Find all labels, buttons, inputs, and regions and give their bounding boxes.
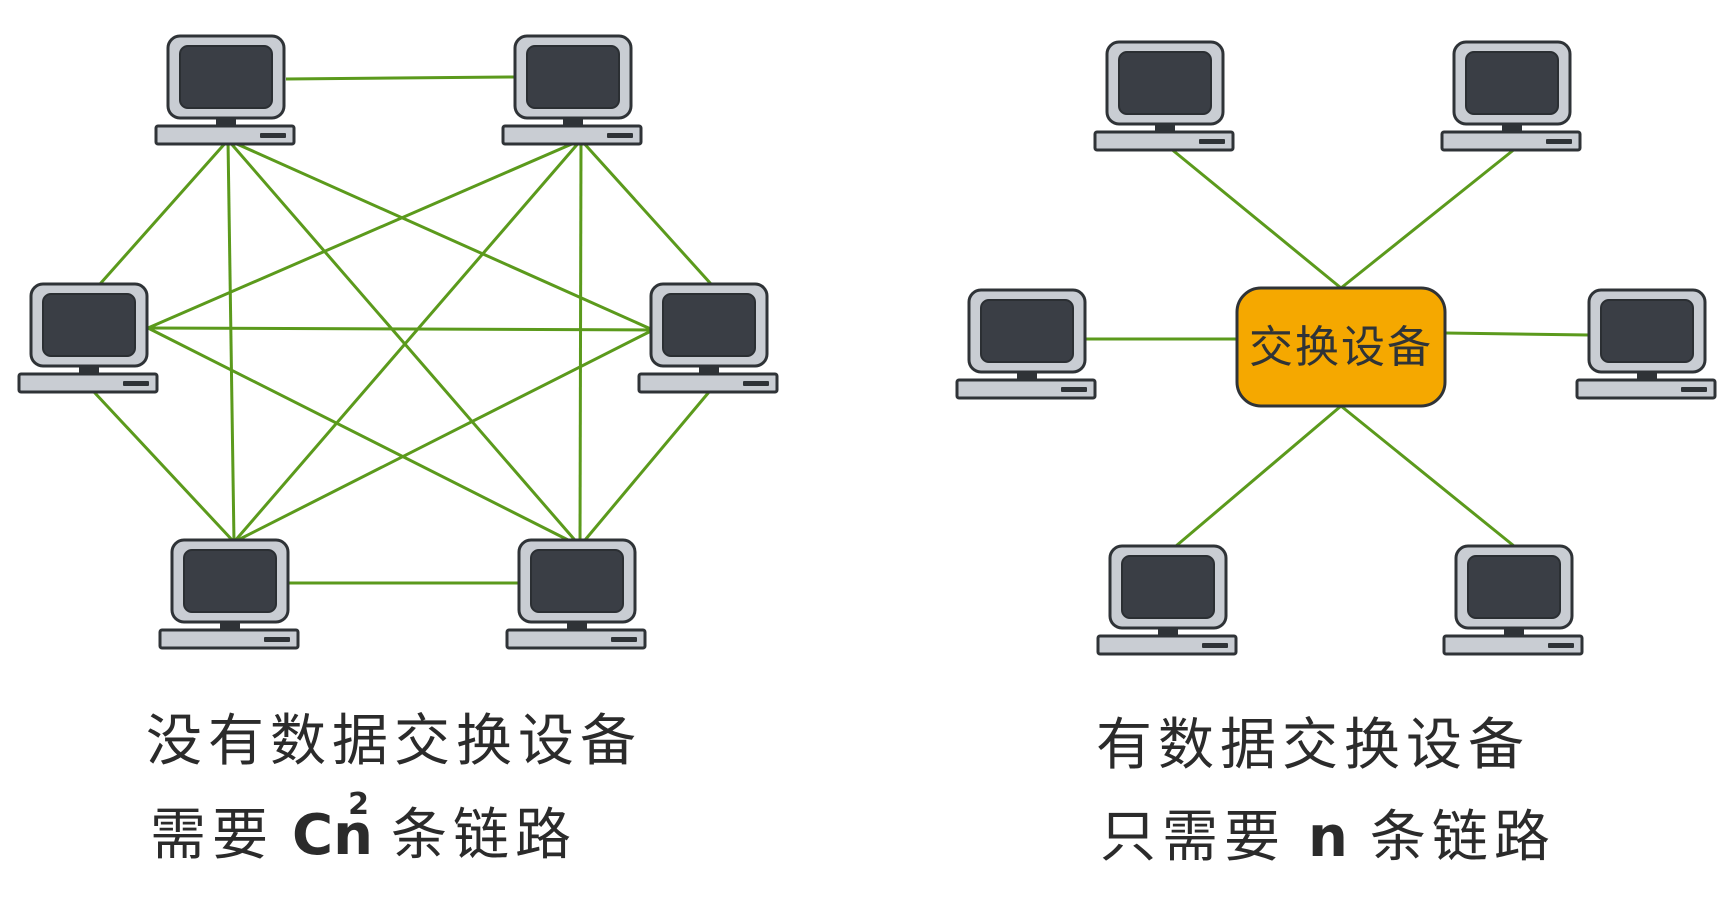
mesh-link <box>578 139 583 547</box>
computer-base <box>1096 634 1238 656</box>
mesh-link <box>98 139 230 285</box>
computer-base <box>1440 130 1582 152</box>
monitor-screen <box>526 45 620 109</box>
computer-base <box>637 372 779 394</box>
computer-icon <box>17 282 159 394</box>
monitor-stand <box>220 622 240 629</box>
computer-icon <box>154 34 296 146</box>
drive-slot <box>1061 387 1087 392</box>
left-caption-prefix: 需要 <box>150 803 274 868</box>
monitor-stand <box>1637 372 1657 379</box>
monitor-screen <box>980 299 1074 363</box>
monitor-screen <box>1465 51 1559 115</box>
star-link <box>1340 404 1515 548</box>
computer-base <box>154 124 296 146</box>
computers <box>17 34 1717 656</box>
drive-slot <box>260 133 286 138</box>
drive-slot <box>1199 139 1225 144</box>
monitor-screen <box>1600 299 1694 363</box>
mesh-link <box>233 328 654 544</box>
computer-icon <box>158 538 300 650</box>
monitor-stand <box>1155 124 1175 131</box>
computer-icon <box>637 282 779 394</box>
computer-base <box>501 124 643 146</box>
star-link <box>1444 331 1590 337</box>
monitor-screen <box>42 293 136 357</box>
mesh-link <box>227 138 654 332</box>
mesh-link <box>578 391 711 547</box>
monitor-screen <box>1121 555 1215 619</box>
drive-slot <box>607 133 633 138</box>
star-links <box>1085 146 1590 548</box>
monitor-stand <box>1504 628 1524 635</box>
right-caption-prefix: 只需要 <box>1100 805 1286 870</box>
computer-base <box>158 628 300 650</box>
monitor-stand <box>216 118 236 125</box>
monitor-stand <box>567 622 587 629</box>
computer-icon <box>1093 40 1235 152</box>
drive-slot <box>264 637 290 642</box>
monitor-stand <box>563 118 583 125</box>
computer-base <box>17 372 159 394</box>
computer-icon <box>1442 544 1584 656</box>
mesh-link <box>232 139 583 543</box>
monitor-stand <box>1017 372 1037 379</box>
computer-base <box>1575 378 1717 400</box>
monitor-screen <box>1467 555 1561 619</box>
monitor-stand <box>1158 628 1178 635</box>
monitor-screen <box>179 45 273 109</box>
computer-icon <box>955 288 1097 400</box>
mesh-link <box>285 75 516 81</box>
monitor-stand <box>699 366 719 373</box>
monitor-screen <box>1118 51 1212 115</box>
mesh-link <box>147 138 582 330</box>
computer-icon <box>1096 544 1238 656</box>
computer-base <box>505 628 647 650</box>
right-caption-suffix: 条链路 <box>1369 805 1556 870</box>
left-caption-suffix: 条链路 <box>390 803 577 868</box>
computer-base <box>955 378 1097 400</box>
switch-box <box>1235 286 1447 408</box>
formula-superscript: 2 <box>348 787 369 822</box>
drive-slot <box>1202 643 1228 648</box>
mesh-link <box>147 326 654 332</box>
mesh-link <box>147 326 581 548</box>
computer-icon <box>505 538 647 650</box>
mesh-link <box>579 138 713 286</box>
mesh-link <box>226 139 236 543</box>
monitor-screen <box>662 293 756 357</box>
computer-base <box>1093 130 1235 152</box>
left-caption-line1: 没有数据交换设备 <box>146 709 642 774</box>
computer-icon <box>1440 40 1582 152</box>
drive-slot <box>611 637 637 642</box>
computer-icon <box>501 34 643 146</box>
monitor-screen <box>530 549 624 613</box>
star-link <box>1169 146 1342 290</box>
mesh-link <box>92 390 236 544</box>
drive-slot <box>123 381 149 386</box>
switch-device: 交换设备 <box>1235 286 1447 408</box>
computer-base <box>1442 634 1584 656</box>
link-count-variable: n <box>1308 805 1348 870</box>
mesh-links <box>92 75 713 585</box>
formula-base: Cn <box>292 803 373 868</box>
star-link <box>1340 146 1517 290</box>
right-caption-line1: 有数据交换设备 <box>1096 713 1530 778</box>
drive-slot <box>1548 643 1574 648</box>
star-link <box>1175 404 1342 548</box>
monitor-stand <box>79 366 99 373</box>
switch-label: 交换设备 <box>1249 322 1433 373</box>
drive-slot <box>1681 387 1707 392</box>
drive-slot <box>743 381 769 386</box>
monitor-screen <box>183 549 277 613</box>
drive-slot <box>1546 139 1572 144</box>
monitor-stand <box>1502 124 1522 131</box>
computer-icon <box>1575 288 1717 400</box>
